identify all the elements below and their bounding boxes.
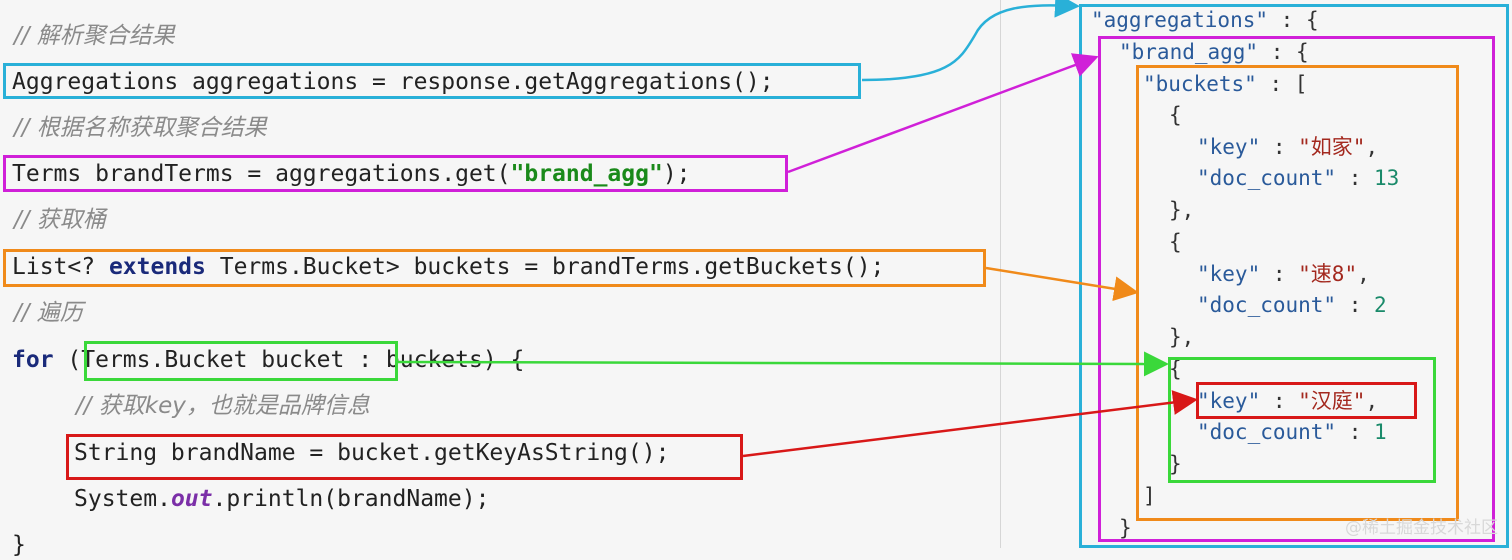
highlight-aggregations-code xyxy=(3,63,861,99)
connector-arrows xyxy=(397,0,1198,458)
highlight-aggregations-json xyxy=(1079,4,1509,548)
json-bucket3-close: } xyxy=(1169,452,1182,476)
arrow-bucket-item xyxy=(397,351,1169,377)
highlight-bucket-item-json xyxy=(1168,357,1436,483)
code-panel: // 解析聚合结果 Aggregations aggregations = re… xyxy=(12,23,885,558)
comment-get-key: // 获取key，也就是品牌信息 xyxy=(76,393,370,419)
comment-parse-aggregations: // 解析聚合结果 xyxy=(14,23,175,49)
watermark: @稀土掘金技术社区 xyxy=(1345,518,1498,538)
field-out: out xyxy=(170,486,213,512)
json-bucket3-doc-count: "doc_count" : 1 xyxy=(1197,420,1387,444)
json-bucket2-open: { xyxy=(1169,230,1182,254)
json-bucket2-doc-count: "doc_count" : 2 xyxy=(1197,293,1387,317)
json-bucket1-doc-count: "doc_count" : 13 xyxy=(1197,166,1400,190)
json-bucket1-open: { xyxy=(1169,103,1182,127)
highlight-brand-name-code xyxy=(66,434,743,480)
highlight-brand-terms-code xyxy=(3,155,788,192)
json-bucket3-open: { xyxy=(1169,357,1182,381)
loop-variable: Terms.Bucket bucket xyxy=(81,347,345,373)
code-line-get-aggregations: Aggregations aggregations = response.get… xyxy=(12,69,774,95)
keyword-for: for xyxy=(12,347,54,373)
highlight-buckets-code xyxy=(3,249,986,287)
json-buckets-line: "buckets" : [ xyxy=(1143,72,1308,96)
json-brand-agg-line: "brand_agg" : { xyxy=(1119,40,1309,64)
json-bucket1-close: }, xyxy=(1169,198,1195,222)
comment-get-buckets: // 获取桶 xyxy=(14,207,106,233)
json-aggregations-line: "aggregations" : { xyxy=(1091,8,1319,32)
json-bucket2-key: "key" : "速8", xyxy=(1197,262,1370,286)
comment-iterate: // 遍历 xyxy=(14,300,83,326)
code-line-println: System.out.println(brandName); xyxy=(74,486,490,512)
code-line-for-loop: for (Terms.Bucket bucket : buckets) { xyxy=(12,347,525,373)
panel-divider xyxy=(1000,0,1001,548)
brand-agg-string: "brand_agg" xyxy=(510,161,663,187)
arrow-key xyxy=(742,390,1198,458)
json-panel: "aggregations" : { "brand_agg" : { "buck… xyxy=(1001,0,1512,548)
code-line-get-brand-terms: Terms brandTerms = aggregations.get("bra… xyxy=(12,161,691,187)
keyword-extends: extends xyxy=(108,254,206,280)
code-line-get-buckets: List<? extends Terms.Bucket> buckets = b… xyxy=(12,254,885,280)
arrow-aggregations xyxy=(861,0,1080,82)
arrow-brand-agg xyxy=(787,53,1099,174)
highlight-brand-agg-json xyxy=(1098,36,1495,542)
json-buckets-close: ] xyxy=(1143,484,1156,508)
json-bucket3-key: "key" : "汉庭", xyxy=(1197,389,1379,413)
json-brand-agg-close: } xyxy=(1119,516,1132,540)
code-line-get-key-as-string: String brandName = bucket.getKeyAsString… xyxy=(74,440,670,466)
highlight-bucket-variable-code xyxy=(84,341,398,381)
json-bucket1-key: "key" : "如家", xyxy=(1197,135,1379,159)
comment-get-by-name: // 根据名称获取聚合结果 xyxy=(14,115,267,141)
json-bucket2-close: }, xyxy=(1169,325,1195,349)
arrow-buckets xyxy=(985,266,1139,302)
